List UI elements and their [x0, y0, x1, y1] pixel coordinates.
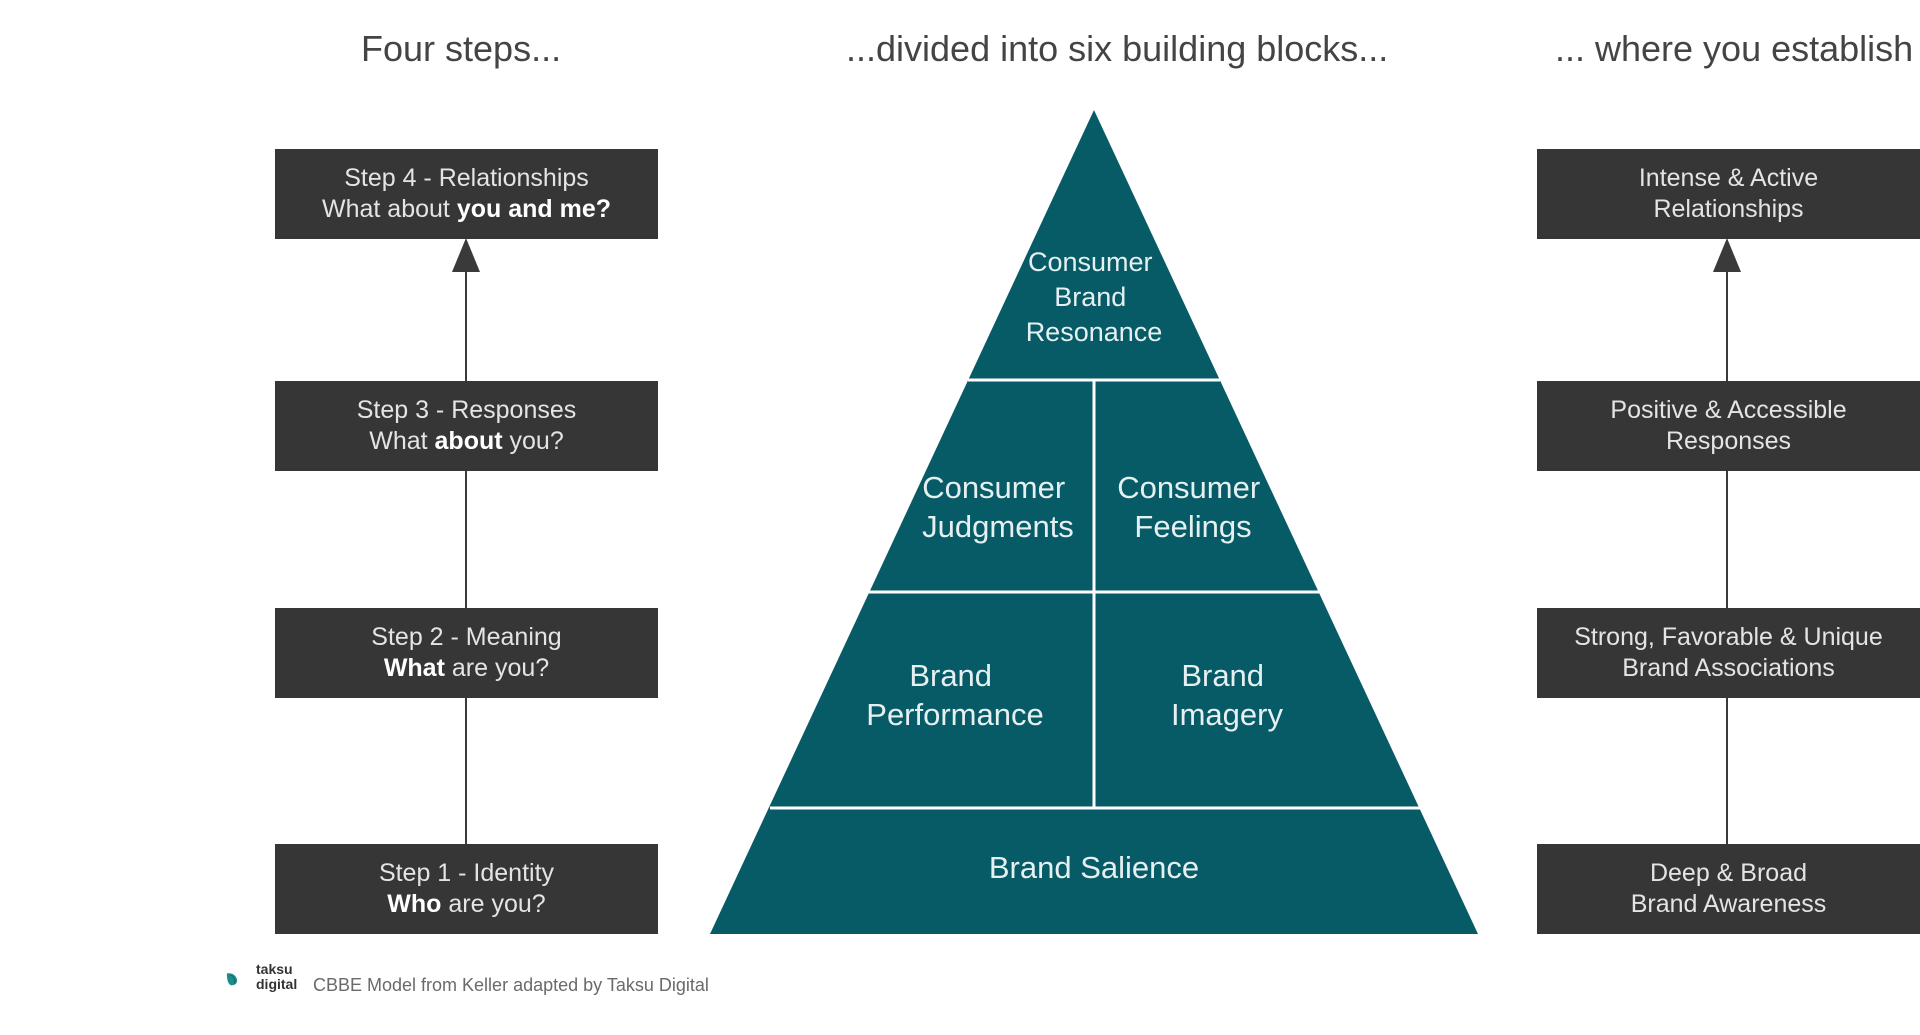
footer-caption: CBBE Model from Keller adapted by Taksu …: [313, 975, 709, 995]
steps-connector-line: [465, 270, 467, 846]
step-2-box: Step 2 - Meaning What are you?: [275, 608, 658, 698]
outcome-awareness-line-1: Deep & Broad: [1649, 859, 1808, 887]
heading-four-steps: Four steps...: [361, 28, 562, 69]
logo-wordmark: taksu digital: [256, 962, 297, 992]
outcome-awareness-box: Deep & Broad Brand Awareness: [1537, 844, 1920, 934]
step-2-title: Step 2 - Meaning: [371, 623, 562, 651]
block-feelings-line-1: Consumer: [1117, 470, 1260, 505]
step-2-question: What are you?: [383, 654, 550, 682]
block-imagery-line-2: Imagery: [1171, 697, 1283, 732]
block-performance-line-2: Performance: [866, 697, 1043, 732]
step-1-question: Who are you?: [387, 890, 546, 918]
block-imagery-line-1: Brand: [1181, 658, 1264, 693]
steps-arrowhead: [452, 238, 480, 272]
step-3-title: Step 3 - Responses: [356, 396, 577, 424]
block-feelings-line-2: Feelings: [1134, 509, 1251, 544]
logo-line-1: taksu: [256, 961, 293, 977]
block-performance: Brand Performance: [866, 658, 1043, 732]
block-judgments-line-1: Consumer: [922, 470, 1065, 505]
block-feelings: Consumer Feelings: [1117, 470, 1269, 544]
leaf-logo-icon: [226, 973, 238, 986]
step-4-title: Step 4 - Relationships: [344, 164, 589, 192]
outcome-relationships-line-2: Relationships: [1653, 195, 1804, 223]
block-resonance-line-1: Consumer: [1028, 247, 1153, 277]
step-3-box: Step 3 - Responses What about you?: [275, 381, 658, 471]
step-4-box: Step 4 - Relationships What about you an…: [275, 149, 658, 239]
logo-line-2: digital: [256, 976, 298, 992]
heading-where-you-establish: ... where you establish: [1555, 28, 1914, 69]
block-resonance: Consumer Brand Resonance: [1026, 247, 1163, 347]
outcome-associations-line-2: Brand Associations: [1622, 654, 1835, 682]
step-4-question: What about you and me?: [322, 195, 611, 223]
outcome-awareness-line-2: Brand Awareness: [1630, 890, 1827, 918]
block-judgments: Consumer Judgments: [922, 470, 1074, 544]
outcome-relationships-box: Intense & Active Relationships: [1537, 149, 1920, 239]
step-1-box: Step 1 - Identity Who are you?: [275, 844, 658, 934]
outcome-responses-box: Positive & Accessible Responses: [1537, 381, 1920, 471]
outcomes-arrowhead: [1713, 238, 1741, 272]
outcomes-connector-line: [1726, 270, 1728, 846]
block-imagery: Brand Imagery: [1171, 658, 1283, 732]
block-performance-line-1: Brand: [909, 658, 992, 693]
step-1-title: Step 1 - Identity: [378, 859, 555, 887]
block-salience: Brand Salience: [989, 850, 1199, 885]
step-3-question: What about you?: [369, 427, 564, 455]
outcome-associations-box: Strong, Favorable & Unique Brand Associa…: [1537, 608, 1920, 698]
block-judgments-line-2: Judgments: [922, 509, 1074, 544]
block-resonance-line-3: Resonance: [1026, 317, 1163, 347]
block-resonance-line-2: Brand: [1054, 282, 1126, 312]
outcome-responses-line-1: Positive & Accessible: [1610, 396, 1847, 424]
heading-building-blocks: ...divided into six building blocks...: [846, 28, 1389, 69]
outcome-relationships-line-1: Intense & Active: [1638, 164, 1819, 192]
outcome-responses-line-2: Responses: [1665, 427, 1792, 455]
outcome-associations-line-1: Strong, Favorable & Unique: [1574, 623, 1883, 651]
